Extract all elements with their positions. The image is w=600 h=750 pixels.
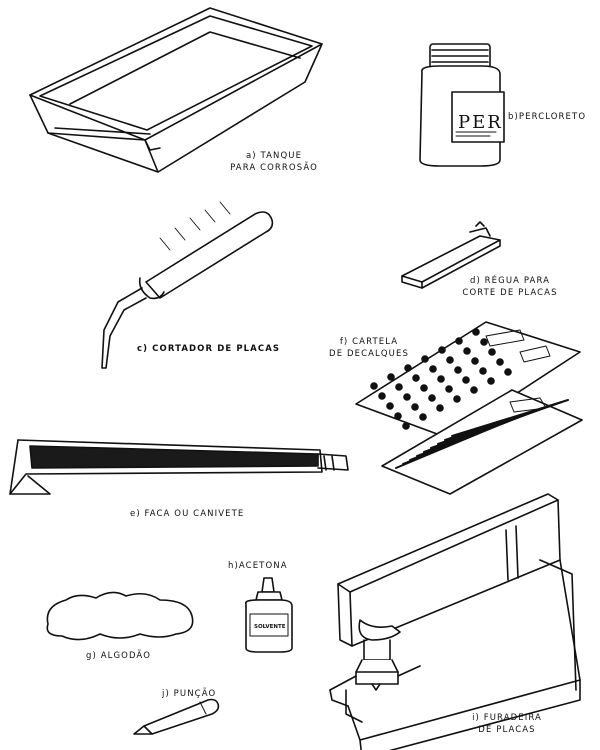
tank-label-line2: PARA CORROSÃO (230, 163, 318, 173)
decal-dot (436, 404, 444, 412)
drill-label-line1: i) FURADEIRA (472, 713, 542, 723)
knife-drawing (9, 439, 349, 495)
ruler-label: d) RÉGUA PARA CORTE DE PLACAS (450, 275, 570, 299)
decal-dot (463, 347, 471, 355)
tank-label: a) TANQUE PARA CORROSÃO (224, 150, 324, 174)
tank-label-line1: a) TANQUE (245, 151, 303, 161)
decal-dot (412, 374, 420, 382)
ruler-label-line1: d) RÉGUA PARA (469, 276, 551, 286)
drill-label: i) FURADEIRA DE PLACAS (452, 712, 562, 736)
decal-dot (421, 355, 429, 363)
punch-label: j) PUNÇÃO (162, 689, 217, 699)
decal-dot (420, 384, 428, 392)
decal-dot (437, 375, 445, 383)
decals-label: f) CARTELA DE DECALQUES (324, 336, 414, 360)
drill-label-line2: DE PLACAS (478, 725, 536, 735)
drill-press-drawing (329, 493, 581, 750)
knife-label: e) FACA OU CANIVETE (130, 509, 245, 519)
decal-dot (470, 386, 478, 394)
acetone-bottle-text: SOLVENTE (254, 624, 286, 630)
decal-dot (411, 403, 419, 411)
cutter-drawing (101, 201, 274, 369)
decal-dot (403, 393, 411, 401)
ruler-label-line2: CORTE DE PLACAS (462, 288, 558, 298)
decal-dot (504, 368, 512, 376)
decal-dot (487, 377, 495, 385)
decal-dot (446, 356, 454, 364)
decal-dot (453, 395, 461, 403)
decal-dot (404, 364, 412, 372)
decal-dot (480, 338, 488, 346)
acetone-bottle-drawing (244, 577, 293, 653)
decal-dot (387, 373, 395, 381)
decals-label-line1: f) CARTELA (339, 337, 399, 347)
decal-dot (454, 366, 462, 374)
decal-line-strip (451, 399, 569, 437)
decal-dot (438, 346, 446, 354)
ruler-drawing (401, 221, 501, 289)
decal-dot (472, 328, 480, 336)
decal-dot (462, 376, 470, 384)
cotton-drawing (46, 591, 194, 641)
punch-drawing (133, 698, 220, 735)
decal-dot-grid (370, 328, 512, 430)
decal-dot (419, 413, 427, 421)
perchloride-label: b)PERCLORETO (508, 112, 587, 122)
decal-dot (370, 382, 378, 390)
decal-dot (386, 402, 394, 410)
cotton-label: g) ALGODÃO (86, 651, 151, 661)
acetone-label: h)ACETONA (228, 561, 288, 571)
decal-dot (479, 367, 487, 375)
decal-line-strips (395, 399, 569, 469)
decal-dot (402, 422, 410, 430)
decal-dot (378, 392, 386, 400)
perchloride-bottle-drawing (419, 43, 505, 167)
decal-dot (395, 383, 403, 391)
decal-dot (394, 412, 402, 420)
decal-dot (445, 385, 453, 393)
decal-dot (428, 394, 436, 402)
perchloride-bottle-text: PER (458, 112, 503, 133)
decals-label-line2: DE DECALQUES (329, 349, 409, 359)
decal-dot (429, 365, 437, 373)
cutter-label: c) CORTADOR DE PLACAS (137, 344, 281, 354)
decal-dot (496, 358, 504, 366)
decal-dot (471, 357, 479, 365)
tank-drawing (29, 7, 323, 173)
decal-dot (488, 348, 496, 356)
decal-dot (455, 337, 463, 345)
